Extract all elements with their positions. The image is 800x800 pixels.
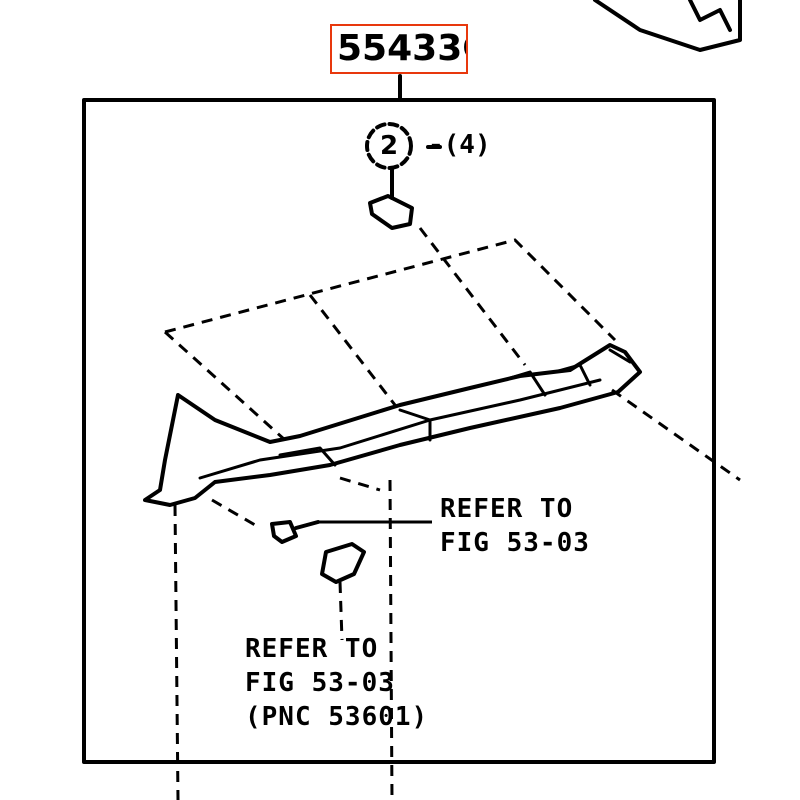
part-number-label[interactable]: 55433C <box>330 24 468 74</box>
screw <box>270 520 320 544</box>
refer-note-2: REFER TO FIG 53-03 (PNC 53601) <box>245 632 428 734</box>
refer-note-2-line1: REFER TO <box>245 634 379 664</box>
refer-note-2-line3: (PNC 53601) <box>245 702 429 732</box>
callout-number: 2 <box>379 131 399 161</box>
callout-quantity: -(4) <box>428 130 491 160</box>
refer-note-1-line1: REFER TO <box>440 494 574 524</box>
clip-part <box>368 194 414 230</box>
grommet <box>320 542 366 584</box>
refer-note-2-line2: FIG 53-03 <box>245 668 395 698</box>
callout-circle <box>365 122 413 170</box>
refer-note-1: REFER TO FIG 53-03 <box>440 492 590 560</box>
trim-panel <box>143 343 642 507</box>
refer-note-1-line2: FIG 53-03 <box>440 528 590 558</box>
adjacent-part <box>593 0 742 52</box>
